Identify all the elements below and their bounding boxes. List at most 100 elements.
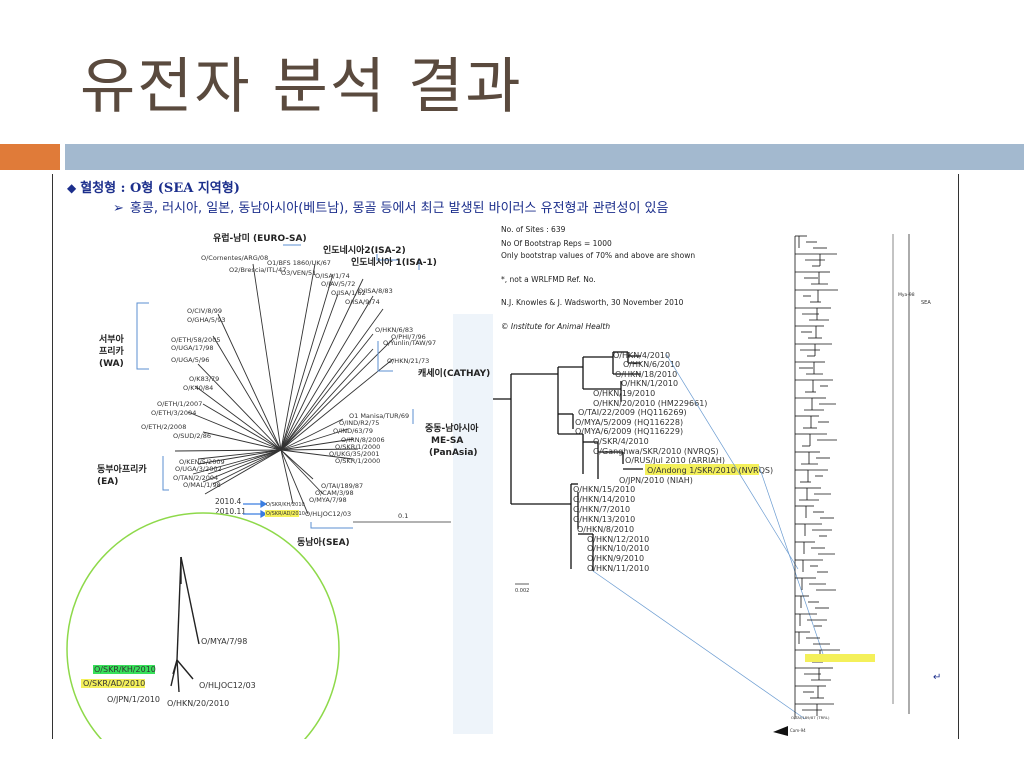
strain-label: O/SKR/1/2000 xyxy=(335,443,380,451)
cluster-label-euro-sa: 유럽-남미 (EURO-SA) xyxy=(213,232,307,244)
strain-label: O/IND/63/79 xyxy=(333,427,373,435)
heading-text: 혈청형 : O형 (SEA 지역형) xyxy=(80,181,240,196)
middle-strain: O/HKN/13/2010 xyxy=(573,515,635,524)
strain-label: O/ETH/1/2007 xyxy=(157,400,202,408)
strain-label: O/Cornentes/ARG/08 xyxy=(201,254,268,262)
slide-title: 유전자 분석 결과 xyxy=(80,52,523,122)
triangle-marker xyxy=(773,726,788,736)
arrow-bullet-icon: ➢ xyxy=(113,201,124,216)
figure-panel: ◆혈청형 : O형 (SEA 지역형) ➢ 홍콩, 러시아, 일본, 동남아시아(… xyxy=(52,174,959,739)
info-line: *, not a WRLFMD Ref. No. xyxy=(501,275,596,284)
middle-strain: O/HKN/19/2010 xyxy=(593,389,655,398)
middle-strain: O/HKN/20/2010 (HM229661) xyxy=(593,399,707,408)
zoom-tree xyxy=(170,556,200,693)
diamond-bullet-icon: ◆ xyxy=(67,181,77,195)
strain-label: O/UGA/3/2002 xyxy=(175,465,222,473)
cluster-label-wa-2: 프리카 xyxy=(99,345,125,357)
strain-label: O/TAI/189/87 xyxy=(321,482,363,490)
strain-label: O/ISA/1/62 xyxy=(331,289,366,297)
subheading-text: 홍콩, 러시아, 일본, 동남아시아(베트남), 몽골 등에서 최근 발생된 바… xyxy=(129,201,669,216)
highlight-box xyxy=(93,665,155,674)
cluster-label-wa-1: 서부아 xyxy=(99,333,125,345)
strain-label: O/TAN/2/2004 xyxy=(173,474,218,482)
middle-strain: O/TAI/22/2009 (HQ116269) xyxy=(578,408,687,417)
middle-strain: O/MYA/5/2009 (HQ116228) xyxy=(575,418,683,427)
strain-label: O/Yunlin/TAW/97 xyxy=(383,339,436,347)
figure-heading: ◆혈청형 : O형 (SEA 지역형) xyxy=(67,177,240,196)
cluster-labels: 유럽-남미 (EURO-SA) 인도네시아2(ISA-2) 인도네시아 1(IS… xyxy=(97,232,490,548)
highlight-box xyxy=(645,464,759,475)
strain-label: O/CIV/8/99 xyxy=(187,307,222,315)
right-tree xyxy=(794,235,840,719)
strain-label: O/ETH/58/2005 xyxy=(171,336,220,344)
strain-label: O/ISA/8/83 xyxy=(358,287,393,295)
middle-strain: O/HKN/15/2010 xyxy=(573,485,635,494)
right-clade-label: Mya-98 xyxy=(898,292,915,298)
info-line: N.J. Knowles & J. Wadsworth, 30 November… xyxy=(501,298,684,307)
unrooted-tree xyxy=(174,263,394,515)
tree-info: No. of Sites : 639 No Of Bootstrap Reps … xyxy=(501,225,695,331)
strain-label: O/PHI/7/96 xyxy=(391,333,426,341)
return-mark-icon: ↵ xyxy=(933,672,941,683)
middle-scale-label: 0.002 xyxy=(515,588,529,594)
cluster-label-cathay: 캐세이(CATHAY) xyxy=(418,367,490,379)
right-bottom-label: Cam-94 xyxy=(790,728,806,733)
unrooted-tree-strain-labels: O/Cornentes/ARG/08 O1/BFS 1860/UK/67 O2/… xyxy=(141,254,436,518)
zoom-label: O/HKN/20/2010 xyxy=(167,699,229,708)
middle-strain: O/HKN/1/2010 xyxy=(621,379,678,388)
strain-label: O/IND/R2/75 xyxy=(339,419,379,427)
zoom-label: O/MYA/7/98 xyxy=(201,637,247,646)
cluster-label-wa-3: (WA) xyxy=(99,359,124,369)
strain-label: O/UKG/35/2001 xyxy=(329,450,380,458)
middle-strain: O/HKN/4/2010 xyxy=(613,351,670,360)
strain-label: O1 Manisa/TUR/69 xyxy=(349,412,409,420)
middle-strain: O/HKN/8/2010 xyxy=(577,525,634,534)
strain-label: O/SKR/AD/2010 xyxy=(266,511,305,517)
middle-strain: O/HKN/10/2010 xyxy=(587,544,649,553)
right-bottom-label: O/TAI/189/87 (TRRL) xyxy=(791,715,830,720)
middle-tree-strain-labels: O/HKN/4/2010 O/HKN/6/2010 O/HKN/18/2010 … xyxy=(573,351,725,573)
info-line: No. of Sites : 639 xyxy=(501,225,566,234)
date-label-2010-4: 2010.4 xyxy=(215,497,241,506)
middle-strain: O/RUS/Jul 2010 (ARRIAH) xyxy=(625,456,725,465)
strain-label: O/MYA/7/98 xyxy=(309,496,347,504)
accent-bar-orange xyxy=(0,144,60,170)
zoom-label: O/SKR/KH/2010 xyxy=(94,665,156,674)
strain-label: O/UGA/5/96 xyxy=(171,356,209,364)
strain-label: O/SUD/2/86 xyxy=(173,432,211,440)
middle-strain: O/HKN/14/2010 xyxy=(573,495,635,504)
strain-label: O/CAM/3/98 xyxy=(315,489,354,497)
cluster-label-ea-1: 동부아프리카 xyxy=(97,463,147,475)
figure-subheading: ➢ 홍콩, 러시아, 일본, 동남아시아(베트남), 몽골 등에서 최근 발생된 … xyxy=(113,197,668,216)
middle-strain: O/MYA/6/2009 (HQ116229) xyxy=(575,427,683,436)
middle-strain: O/Ganghwa/SKR/2010 (NVRQS) xyxy=(593,447,719,456)
strain-label: O2/Brescia/ITL/47 xyxy=(229,266,286,274)
strain-label: O/HKN/6/83 xyxy=(375,326,413,334)
cluster-label-isa2: 인도네시아2(ISA-2) xyxy=(323,244,406,256)
middle-strain: O/SKR/4/2010 xyxy=(593,437,649,446)
cluster-label-me-sa-2: ME-SA xyxy=(431,436,463,446)
middle-strain: O/HKN/6/2010 xyxy=(623,360,680,369)
right-clade-label: SEA xyxy=(921,300,931,306)
strain-label: O/UGA/17/98 xyxy=(171,344,213,352)
middle-strain: O/HKN/11/2010 xyxy=(587,564,649,573)
phylogenetic-figure: O/Cornentes/ARG/08 O1/BFS 1860/UK/67 O2/… xyxy=(66,225,941,739)
strain-label: O/GHA/5/93 xyxy=(187,316,225,324)
strain-label: O/ETH/2/2008 xyxy=(141,423,186,431)
strain-label: O/K83/79 xyxy=(189,375,219,383)
middle-strain: O/HKN/9/2010 xyxy=(587,554,644,563)
strain-label: O/ISA/9/74 xyxy=(345,298,380,306)
middle-strain: O/HKN/18/2010 xyxy=(615,370,677,379)
middle-strain: O/HKN/12/2010 xyxy=(587,535,649,544)
cluster-label-sea: 동남아(SEA) xyxy=(297,536,350,548)
strain-label: O/ETH/3/2004 xyxy=(151,409,196,417)
date-arrows xyxy=(243,499,268,519)
strain-label: O/IRN/8/2006 xyxy=(341,436,385,444)
strain-label: O3/VEN/51 xyxy=(281,269,316,277)
zoom-label: O/SKR/AD/2010 xyxy=(83,679,145,688)
strain-label: O/K40/84 xyxy=(183,384,213,392)
middle-strain-highlighted: O/Andong 1/SKR/2010 (NVRQS) xyxy=(647,466,773,475)
cluster-label-me-sa-3: (PanAsia) xyxy=(429,448,478,458)
cluster-brackets xyxy=(136,244,420,529)
strain-label: O/ISA/1/74 xyxy=(315,272,350,280)
